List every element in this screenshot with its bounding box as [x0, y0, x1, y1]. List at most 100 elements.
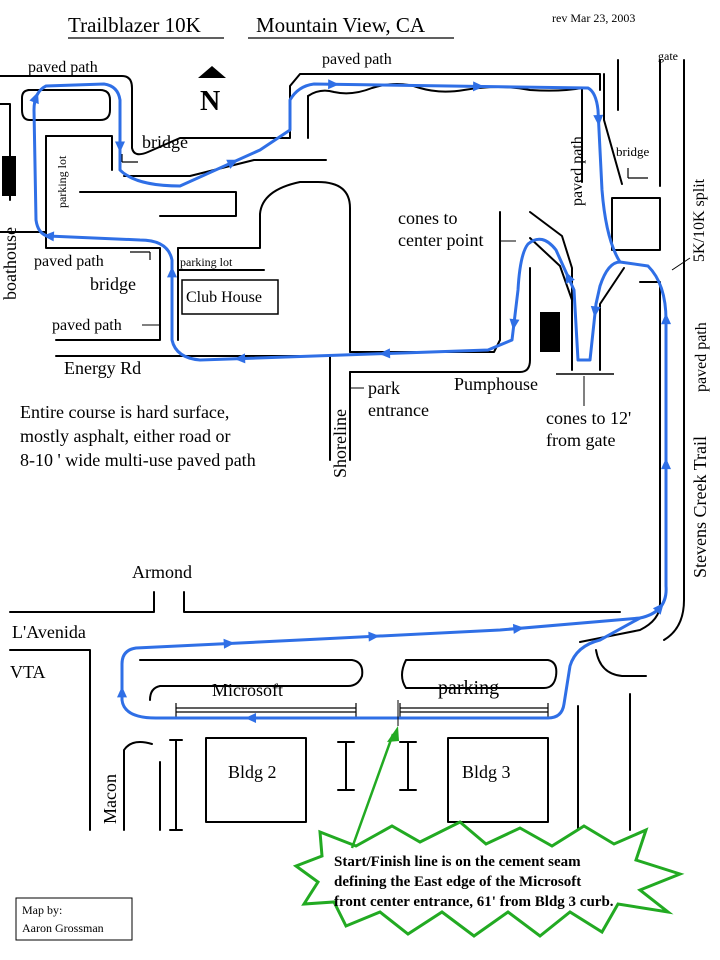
road-park-entrance-inner	[349, 267, 531, 373]
credit-line-1: Map by:	[22, 903, 62, 917]
microsoft-walkway-west	[175, 703, 357, 717]
callout-line-1: Start/Finish line is on the cement seam	[334, 854, 581, 870]
route-direction-arrow-icon	[29, 92, 39, 105]
road-clubhouse-north	[177, 181, 351, 353]
callout-line-2: defining the East edge of the Microsoft	[334, 874, 581, 890]
bldg3-label: Bldg 3	[462, 762, 511, 782]
road-cones-spur-west	[529, 211, 573, 371]
route-direction-arrow-icon	[565, 271, 575, 284]
route-direction-arrow-icon	[473, 81, 485, 92]
surface-note-1: Entire course is hard surface,	[20, 402, 229, 422]
bollard-a	[169, 739, 183, 831]
route-direction-arrow-icon	[593, 114, 604, 126]
path-north-corridor-outer	[131, 73, 601, 156]
microsoft-label: Microsoft	[212, 680, 283, 700]
road-cones-spur-east	[599, 267, 625, 371]
road-macon	[123, 741, 153, 831]
credit-line-2: Aaron Grossman	[22, 921, 104, 935]
bldg2-outline	[205, 737, 307, 823]
trail-north-west	[603, 73, 623, 185]
route-finish-leg	[394, 616, 642, 720]
road-parking-lot-a	[45, 135, 113, 171]
route-direction-arrow-icon	[328, 79, 340, 90]
road-parking-lot-c	[79, 191, 237, 217]
road-lavenida-west	[9, 591, 155, 613]
callout-star-shape	[292, 820, 685, 938]
surface-note-3: 8-10 ' wide multi-use paved path	[20, 450, 256, 470]
pumphouse-label: Pumphouse	[454, 374, 538, 394]
credit-box	[15, 897, 133, 941]
callout-pointer-line	[350, 733, 395, 849]
road-cones-spur-mid	[529, 237, 573, 301]
route-direction-arrow-icon	[223, 638, 235, 649]
cones-gate-label-2: from gate	[546, 430, 615, 450]
park-entrance-label-1: park	[368, 378, 400, 398]
paved-path-left-mid-label: paved path	[34, 253, 104, 270]
club-house-label: Club House	[186, 289, 262, 306]
bridge-right-marker	[627, 168, 648, 179]
bldg2-label: Bldg 2	[228, 762, 277, 782]
route-path	[32, 82, 668, 720]
route-direction-arrow-icon	[115, 141, 125, 153]
route-direction-arrow-icon	[117, 686, 127, 698]
lavenida-label: L'Avenida	[12, 622, 86, 642]
road-boathouse-island	[21, 89, 111, 121]
route-direction-arrow-icon	[234, 353, 246, 364]
path-north-shoreline	[307, 83, 583, 183]
route-direction-arrow-icon	[368, 631, 380, 642]
map-location: Mountain View, CA	[256, 13, 426, 37]
vta-label: VTA	[10, 662, 46, 682]
surface-note-2: mostly asphalt, either road or	[20, 426, 230, 446]
boathouse-label: boathouse	[0, 227, 20, 300]
road-boathouse-loop-top	[0, 75, 133, 101]
cones-gate-label-1: cones to 12'	[546, 408, 631, 428]
road-lavenida-east	[183, 591, 621, 613]
route-direction-arrow-icon	[379, 348, 391, 359]
park-entrance-label-2: entrance	[368, 400, 429, 420]
macon-label: Macon	[100, 774, 120, 824]
bridge-left-label: bridge	[90, 274, 136, 294]
paved-path-top-center-label: paved path	[322, 51, 392, 68]
callout-pointer-arrowhead	[387, 726, 399, 742]
north-arrow-icon	[198, 66, 226, 78]
club-house-building	[181, 279, 279, 315]
cones-center-label-2: center point	[398, 230, 483, 250]
north-label: N	[200, 86, 220, 117]
route-direction-arrow-icon	[661, 458, 671, 470]
bollard-b	[337, 741, 355, 791]
stevens-creek-trail-label: Stevens Creek Trail	[690, 436, 710, 578]
bldg3-outline	[447, 737, 549, 823]
route-direction-arrow-icon	[652, 603, 664, 615]
path-north-corridor-inner	[123, 159, 327, 177]
bridge-left-marker	[130, 251, 151, 260]
paved-path-right-label: paved path	[693, 322, 710, 392]
bridge-right-label: bridge	[616, 144, 649, 159]
energy-rd-label: Energy Rd	[64, 358, 141, 378]
route-direction-arrow-icon	[167, 266, 177, 278]
callout-line-3: front center entrance, 61' from Bldg 3 c…	[334, 894, 614, 910]
parking-lot-vertical-label: parking lot	[55, 155, 69, 208]
map-title: Trailblazer 10K	[68, 13, 201, 37]
parking-label: parking	[438, 677, 499, 699]
paved-path-left-low-label: paved path	[52, 317, 122, 334]
route-arrows	[29, 79, 672, 723]
road-microsoft-east-curve	[595, 649, 647, 677]
split-pointer	[671, 257, 691, 271]
route-direction-arrow-icon	[42, 231, 55, 242]
revision-date: rev Mar 23, 2003	[552, 11, 635, 25]
route-direction-arrow-icon	[512, 623, 525, 634]
shoreline-label: Shoreline	[330, 409, 350, 478]
microsoft-walkway-east	[399, 703, 549, 717]
road-vta	[9, 649, 91, 831]
bridge-upper-label: bridge	[142, 132, 188, 152]
trail-stevens-creek-west	[579, 281, 661, 643]
paved-path-top-left-label: paved path	[28, 59, 98, 76]
route-direction-arrow-icon	[661, 313, 672, 325]
bridge-upper-marker	[121, 154, 138, 163]
route-direction-arrow-icon	[245, 713, 257, 723]
pumphouse-building	[540, 312, 560, 352]
road-microsoft-island-west	[139, 659, 364, 701]
trail-kiosk	[611, 197, 661, 251]
gate-label: gate	[658, 49, 678, 63]
